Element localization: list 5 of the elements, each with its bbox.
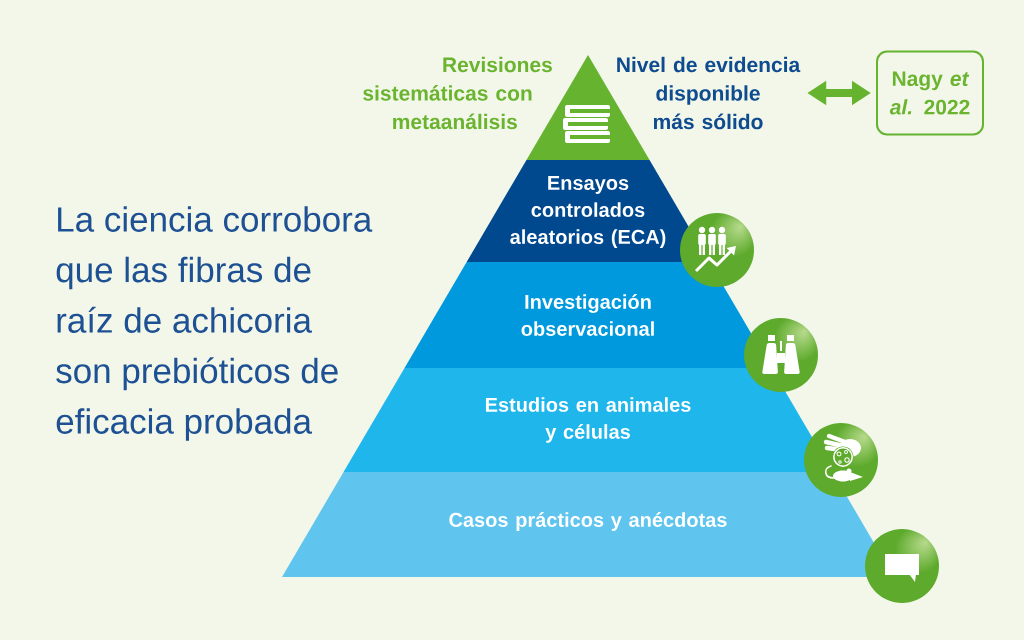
note-text: Nivel de evidencia disponible más sólido xyxy=(617,56,801,130)
pyramid-level: Ensayos controlados aleatorios (ECA) xyxy=(466,160,710,262)
reference-box: Nagy et al. 2022 xyxy=(876,50,984,136)
level-label: Revisiones sistemáticas con metaanálisis xyxy=(363,56,552,130)
pyramid-level: Investigación observacional xyxy=(404,262,772,368)
